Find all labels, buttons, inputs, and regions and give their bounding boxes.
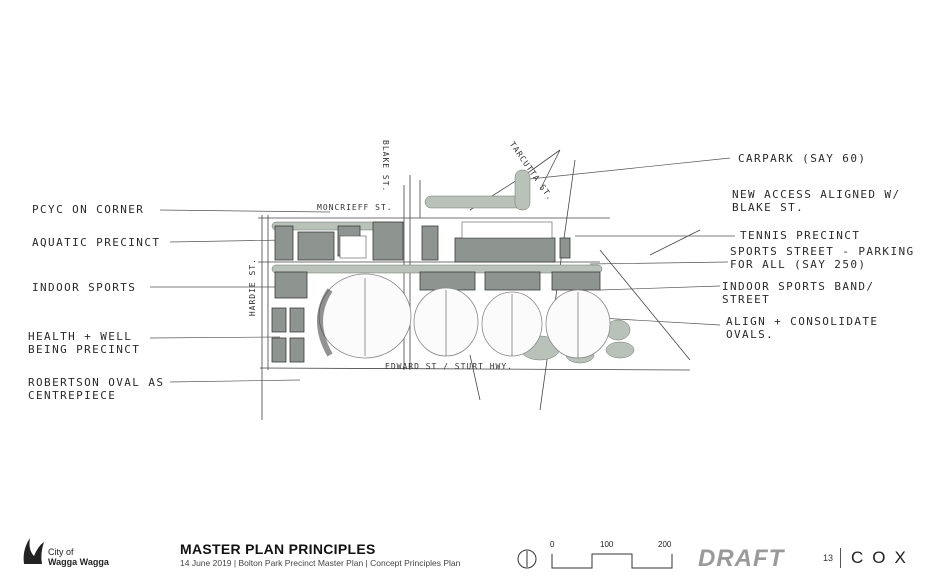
label-health-wellbeing: HEALTH + WELL BEING PRECINCT (28, 330, 141, 356)
scale-bar: 0 100 200 (550, 540, 680, 572)
label-align-ovals: ALIGN + CONSOLIDATE OVALS. (726, 315, 879, 341)
street-hardie: HARDIE ST. (248, 258, 258, 317)
label-indoor-band: INDOOR SPORTS BAND/ STREET (722, 280, 875, 306)
page-number: 13 (823, 553, 834, 563)
wagga-logo-icon (23, 538, 44, 564)
scale-tick-100: 100 (600, 540, 614, 549)
scale-tick-200: 200 (658, 540, 672, 549)
cox-brand: COX (851, 548, 915, 567)
north-arrow-icon (517, 549, 537, 569)
footer-divider (840, 548, 841, 568)
page-title: MASTER PLAN PRINCIPLES (180, 541, 376, 557)
scale-tick-0: 0 (550, 540, 555, 549)
label-carpark: CARPARK (SAY 60) (738, 152, 867, 165)
label-robertson-oval: ROBERTSON OVAL AS CENTREPIECE (28, 376, 165, 402)
street-moncrieff: MONCRIEFF ST. (317, 203, 393, 212)
street-blake: BLAKE ST. (381, 140, 390, 193)
street-edward-sturt: EDWARD ST / STURT HWY. (385, 362, 513, 371)
council-logo-text: City of Wagga Wagga (48, 547, 109, 567)
site-plan-sketch (149, 149, 735, 420)
label-indoor-sports: INDOOR SPORTS (32, 281, 137, 294)
label-pcyc: PCYC ON CORNER (32, 203, 145, 216)
logo-line-2: Wagga Wagga (48, 557, 109, 567)
draft-watermark: DRAFT (698, 545, 785, 572)
label-tennis: TENNIS PRECINCT (740, 229, 861, 242)
label-aquatic: AQUATIC PRECINCT (32, 236, 161, 249)
logo-line-1: City of (48, 547, 74, 557)
label-sports-street: SPORTS STREET - PARKING FOR ALL (SAY 250… (730, 245, 915, 271)
page-subtitle: 14 June 2019 | Bolton Park Precinct Mast… (180, 558, 461, 568)
label-new-access: NEW ACCESS ALIGNED W/ BLAKE ST. (732, 188, 901, 214)
